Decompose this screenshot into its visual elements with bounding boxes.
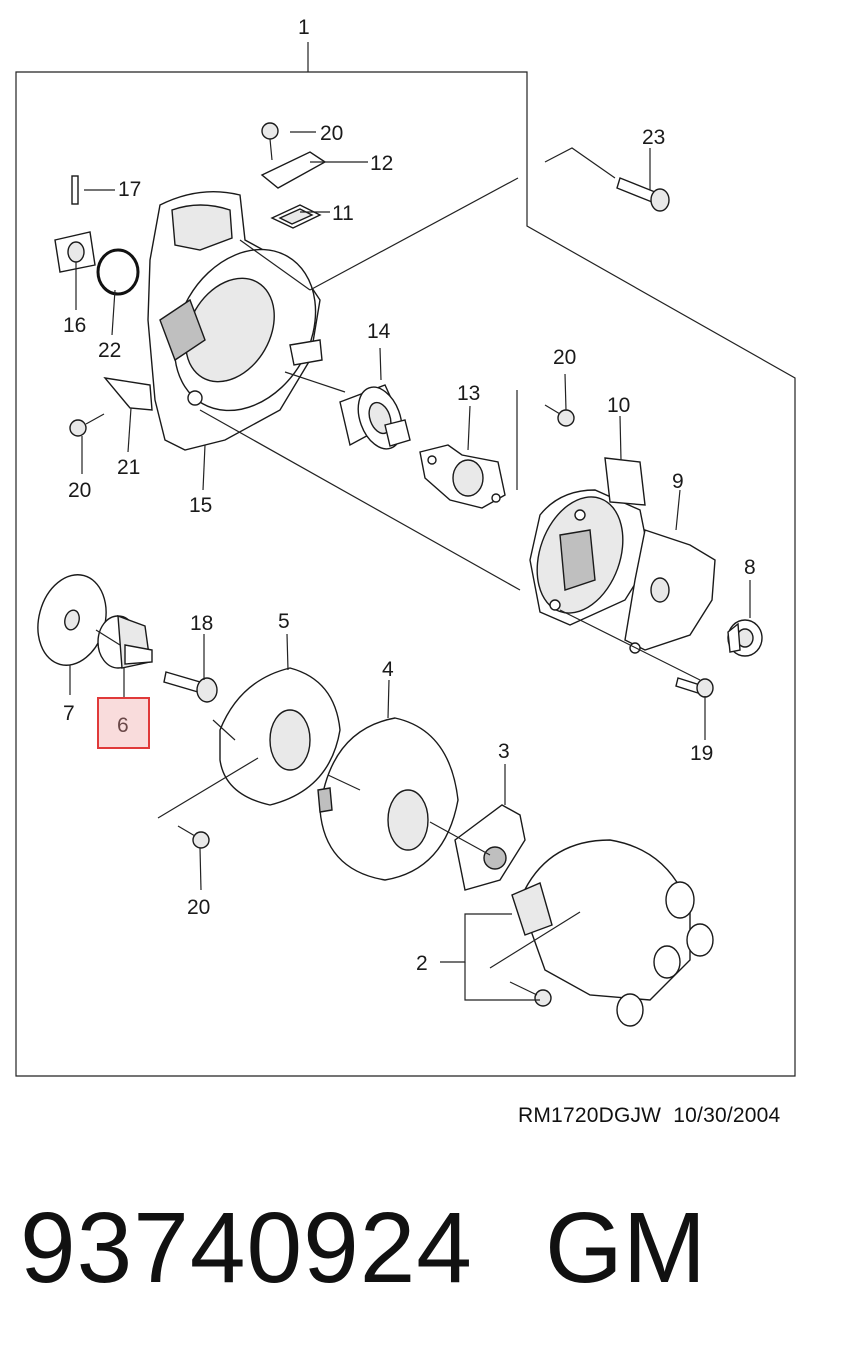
screw-part-19 xyxy=(675,677,714,698)
assembly-outline xyxy=(15,71,796,1077)
cap-part-8 xyxy=(727,619,763,657)
distributor-cap-part-2 xyxy=(511,839,714,1027)
callout-3: 3 xyxy=(498,740,510,763)
exploded-parts-diagram: 1 20 12 11 17 23 16 22 14 20 13 10 21 9 … xyxy=(15,16,796,1077)
screw-2-bottom xyxy=(509,981,552,1007)
callout-1: 1 xyxy=(298,16,310,39)
callout-11: 11 xyxy=(332,202,354,225)
rotor-hub-part-6 xyxy=(97,614,153,669)
rotor-part-3 xyxy=(454,804,526,891)
bearing-part-14 xyxy=(339,384,411,450)
bolt-part-23 xyxy=(616,177,670,212)
callout-15: 15 xyxy=(189,494,212,517)
callout-10: 10 xyxy=(607,394,630,417)
callout-23: 23 xyxy=(642,126,665,149)
reference-code: RM1720DGJW 10/30/2004 xyxy=(518,1104,780,1128)
callout-12: 12 xyxy=(370,152,393,175)
screw-part-18 xyxy=(163,671,218,703)
callout-20b: 20 xyxy=(553,346,576,369)
callout-20d: 20 xyxy=(187,896,210,919)
callout-17: 17 xyxy=(118,178,141,201)
callout-5: 5 xyxy=(278,610,290,633)
brand-name: GM xyxy=(545,1192,707,1304)
callout-labels: 1 20 12 11 17 23 16 22 14 20 13 10 21 9 … xyxy=(63,16,756,975)
callout-7: 7 xyxy=(63,702,75,725)
clip-part-16 xyxy=(54,231,96,273)
gasket-part-11 xyxy=(270,204,322,229)
part-number: 93740924 xyxy=(20,1192,473,1304)
sensor-base-part-10 xyxy=(529,457,651,626)
o-ring-part-22 xyxy=(96,248,140,296)
coil-housing-part-5 xyxy=(219,667,341,806)
screw-20-mid xyxy=(544,404,575,427)
pin-part-17 xyxy=(71,175,79,205)
callout-18: 18 xyxy=(190,612,213,635)
callout-19: 19 xyxy=(690,742,713,765)
callout-13: 13 xyxy=(457,382,480,405)
screw-20-left xyxy=(69,413,105,437)
screw-20-top xyxy=(261,122,279,161)
housing-part-15 xyxy=(147,191,323,451)
callout-22: 22 xyxy=(98,339,121,362)
cover-part-9 xyxy=(624,529,716,654)
highlight-box xyxy=(97,697,150,749)
callout-16: 16 xyxy=(63,314,86,337)
callout-6: 6 xyxy=(117,714,129,737)
leader-lines xyxy=(69,131,751,1001)
callout-20a: 20 xyxy=(320,122,343,145)
callout-2: 2 xyxy=(416,952,428,975)
callout-21: 21 xyxy=(117,456,140,479)
callout-9: 9 xyxy=(672,470,684,493)
callout-8: 8 xyxy=(744,556,756,579)
coil-part-4 xyxy=(317,717,459,881)
callout-4: 4 xyxy=(382,658,394,681)
bracket-part-21 xyxy=(103,377,153,411)
plate-part-13 xyxy=(419,444,506,509)
callout-14: 14 xyxy=(367,320,391,343)
reference-code-id: RM1720DGJW xyxy=(518,1104,662,1127)
reference-date: 10/30/2004 xyxy=(673,1104,781,1127)
callout-20c: 20 xyxy=(68,479,91,502)
screw-20-bottom xyxy=(177,825,210,849)
